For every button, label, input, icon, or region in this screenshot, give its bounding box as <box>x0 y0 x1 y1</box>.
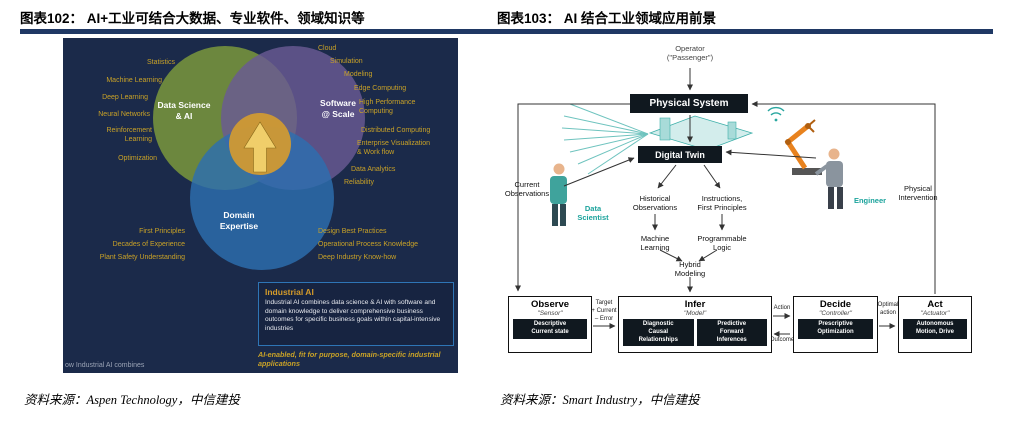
act-title: Act <box>927 299 943 310</box>
venn-label-deep-learning: Deep Learning <box>102 94 148 101</box>
observe-cell: Descriptive Current state <box>513 319 587 339</box>
venn-label-design-best-practices: Design Best Practices <box>318 228 387 235</box>
venn-label-machine-learning: Machine Learning <box>106 77 162 84</box>
venn-label-first-principles: First Principles <box>139 228 185 235</box>
decide-title: Decide <box>819 299 852 310</box>
domain-circle-label: Domain Expertise <box>219 210 259 231</box>
robot-arm-icon <box>784 119 822 175</box>
industrial-ai-tagline: AI-enabled, fit for purpose, domain-spec… <box>258 350 441 369</box>
historical-observations-label: Historical Observations <box>632 194 678 213</box>
programmable-logic-label: Programmable Logic <box>697 234 747 253</box>
figure-102-venn-diagram: Data Science & AI Software @ Scale Domai… <box>63 38 458 373</box>
physical-system-box: Physical System <box>630 94 748 113</box>
engineer-label: Engineer <box>853 196 887 205</box>
venn-label-plant-safety: Plant Safety Understanding <box>99 254 185 261</box>
decide-cell: Prescriptive Optimization <box>798 319 873 339</box>
wireless-signal-icon <box>767 106 785 122</box>
infer-title: Infer <box>684 299 706 310</box>
operator-label: Operator ("Passenger") <box>666 44 714 63</box>
act-subtitle: "Actuator" <box>920 310 950 317</box>
machine-learning-label: Machine Learning <box>640 234 670 253</box>
source-note-left: 资料来源：Aspen Technology，中信建投 <box>24 393 240 407</box>
act-stage-box: Act "Actuator" Autonomous Motion, Drive <box>898 296 972 353</box>
figure-102-title: 图表102： AI+工业可结合大数据、专业软件、领域知识等 <box>20 11 365 26</box>
venn-label-modeling: Modeling <box>344 71 373 78</box>
factory-illustration <box>561 103 754 175</box>
decide-subtitle: "Controller" <box>819 310 852 317</box>
observe-title: Observe <box>530 299 570 310</box>
flow-label-outcome: Outcome <box>769 337 795 343</box>
source-note-right: 资料来源：Smart Industry，中信建投 <box>500 393 700 407</box>
observe-stage-box: Observe "Sensor" Descriptive Current sta… <box>508 296 592 353</box>
engineer-figure <box>814 148 843 209</box>
industrial-ai-title: Industrial AI <box>265 287 314 297</box>
venn-label-high-performance-computing: High Performance Computing <box>359 99 416 116</box>
venn-label-simulation: Simulation <box>330 58 363 65</box>
observe-subtitle: "Sensor" <box>537 310 563 317</box>
infer-stage-box: Infer "Model" Diagnostic Causal Relation… <box>618 296 772 353</box>
instructions-label: Instructions, First Principles <box>697 194 747 213</box>
industrial-ai-callout-box: Industrial AI Industrial AI combines dat… <box>258 282 454 346</box>
venn-label-data-analytics: Data Analytics <box>351 166 396 173</box>
act-cell: Autonomous Motion, Drive <box>903 319 967 339</box>
physical-intervention-label: Physical Intervention <box>898 184 938 203</box>
venn-label-neural-networks: Neural Networks <box>98 111 150 118</box>
flow-label-error: Target + Current – Error <box>591 300 617 322</box>
venn-label-edge-computing: Edge Computing <box>354 85 407 92</box>
venn-label-optimization: Optimization <box>118 155 157 162</box>
title-underline-bar <box>20 29 993 34</box>
venn-label-statistics: Statistics <box>146 59 175 66</box>
venn-label-operational-process: Operational Process Knowledge <box>318 241 419 248</box>
decide-stage-box: Decide "Controller" Prescriptive Optimiz… <box>793 296 878 353</box>
digital-twin-box: Digital Twin <box>638 146 722 163</box>
domain-circle <box>190 126 334 270</box>
hybrid-modeling-label: Hybrid Modeling <box>674 260 706 279</box>
venn-label-deep-industry: Deep Industry Know-how <box>318 254 397 261</box>
data-scientist-label: Data Scientist <box>577 204 609 223</box>
industrial-ai-body: Industrial AI combines data science & AI… <box>265 299 441 332</box>
venn-label-enterprise-visualization: Enterprise Visualization & Work flow <box>357 140 431 157</box>
venn-label-decades-experience: Decades of Experience <box>112 241 185 248</box>
venn-corner-note: ow Industrial AI combines <box>65 362 145 369</box>
infer-subtitle: "Model" <box>683 310 707 317</box>
current-observations-label: Current Observations <box>504 180 550 199</box>
figure-103-title: 图表103： AI 结合工业领域应用前景 <box>497 11 717 26</box>
infer-cell-predictive: Predictive Forward Inferences <box>696 319 767 347</box>
venn-label-cloud: Cloud <box>318 45 337 52</box>
figure-103-digital-twin-diagram: Operator ("Passenger") Physical System D… <box>500 38 990 373</box>
software-circle-label: Software @ Scale <box>320 98 356 119</box>
venn-label-reliability: Reliability <box>344 179 374 186</box>
data-science-circle-label: Data Science & AI <box>157 100 211 121</box>
venn-label-distributed-computing: Distributed Computing <box>361 127 431 134</box>
infer-cell-diagnostic: Diagnostic Causal Relationships <box>623 319 694 347</box>
flow-label-action: Action <box>773 305 791 311</box>
venn-label-reinforcement-learning: Reinforcement Learning <box>106 127 152 144</box>
flow-label-optimal-action: Optimal action <box>877 302 899 316</box>
